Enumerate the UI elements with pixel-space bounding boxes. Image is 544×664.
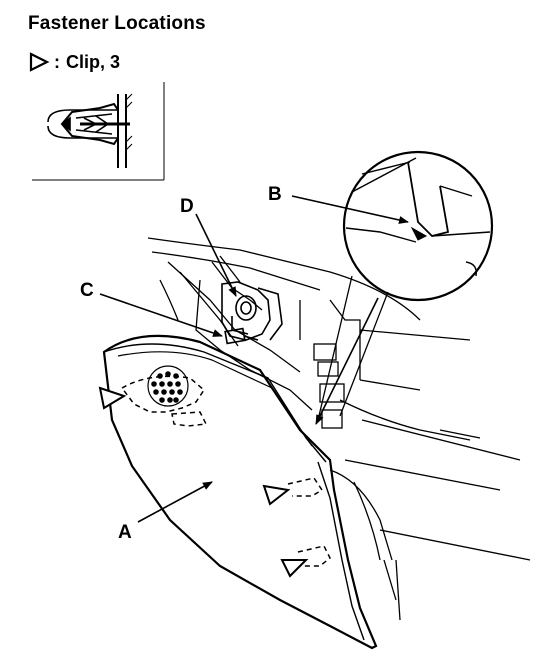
- clip-dashed-outlines: [120, 375, 331, 567]
- component-c: [224, 327, 259, 345]
- leader-magnify: [315, 297, 379, 425]
- leader-a: [137, 481, 213, 523]
- legend-separator: :: [54, 51, 60, 72]
- clip-triangle-icon: [280, 559, 309, 578]
- clip-triangle-icon: [98, 386, 127, 410]
- legend-text: Clip, 3: [66, 51, 121, 72]
- callout-label-b: B: [268, 184, 282, 205]
- callout-leaders: [99, 195, 409, 523]
- clip-detail-inset: [32, 82, 165, 181]
- trim-panel-a: [102, 334, 378, 650]
- vehicle-body-structure: [147, 237, 531, 621]
- clip-triangle-icon: [29, 52, 50, 72]
- leader-c: [99, 293, 223, 337]
- clip-triangles: [98, 386, 309, 578]
- callout-label-d: D: [180, 196, 194, 217]
- legend: : Clip, 3: [28, 50, 120, 74]
- callout-label-a: A: [118, 522, 132, 543]
- leader-b: [291, 195, 409, 224]
- speaker-grille: [147, 365, 189, 407]
- magnified-detail-circle: [317, 150, 494, 421]
- callout-label-c: C: [80, 280, 94, 301]
- clip-triangle-icon: [262, 484, 291, 506]
- page-title: Fastener Locations: [28, 13, 206, 34]
- leader-d: [195, 213, 237, 297]
